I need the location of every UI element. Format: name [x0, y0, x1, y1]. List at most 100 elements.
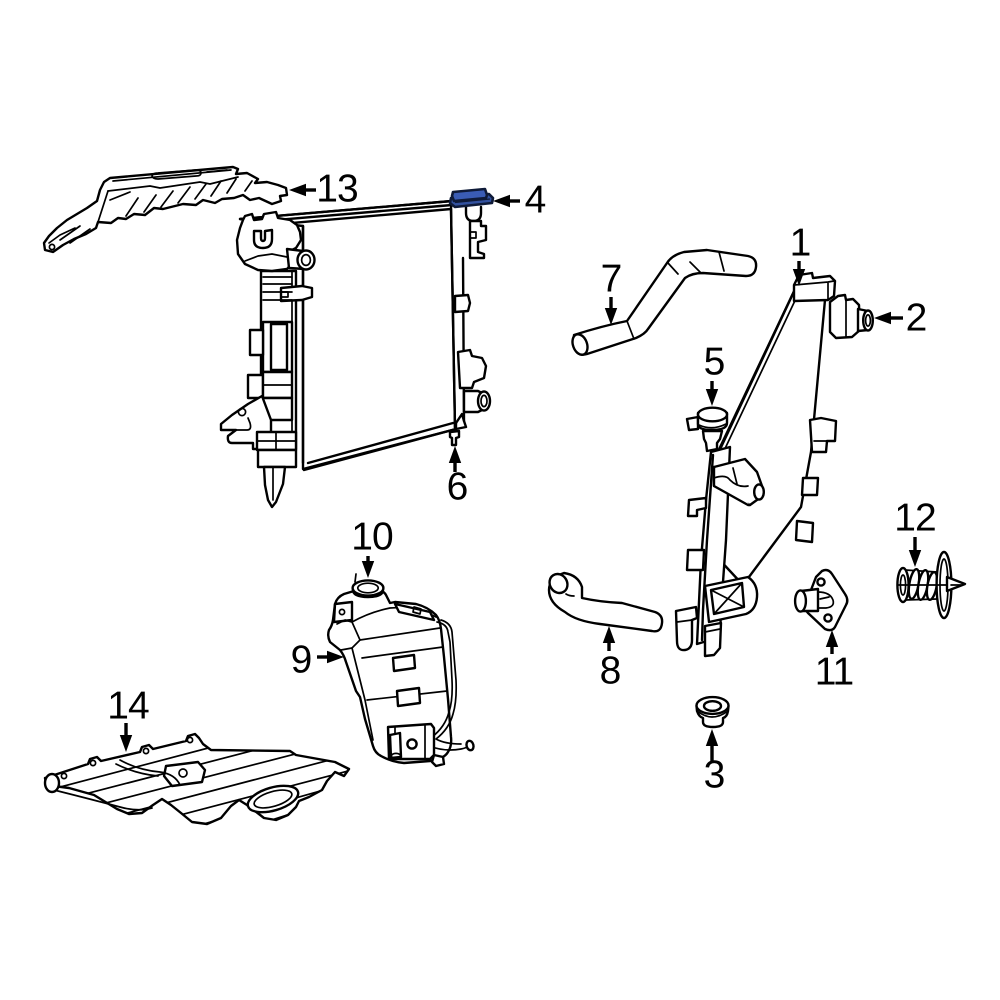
part-5-reservoir-cap: [685, 406, 729, 432]
part-1-radiator-stroke: [794, 519, 815, 544]
part-13-radiator-support-stroke: [151, 169, 202, 180]
radiator-assembly-stroke: [296, 249, 316, 271]
callout-number: 11: [815, 651, 854, 694]
radiator-assembly-stroke: [244, 253, 288, 262]
part-1-radiator-stroke: [701, 429, 724, 453]
callout-14: 14: [107, 685, 150, 752]
callout-10: 10: [351, 516, 394, 578]
part-7-upper-hose-stroke: [571, 333, 589, 356]
part-10-bottle-cap-stroke: [354, 573, 357, 583]
part-1-radiator-stroke: [703, 621, 723, 658]
part-13-radiator-support-stroke: [48, 243, 56, 251]
part-9-recovery-bottle-stroke: [430, 753, 446, 768]
part-9-recovery-bottle: [327, 588, 475, 768]
radiator-assembly-stroke: [262, 276, 293, 301]
part-9-recovery-bottle-stroke: [391, 653, 417, 673]
callout-number: 10: [351, 516, 393, 559]
part-1-radiator-stroke: [721, 289, 801, 456]
callout-13: 13: [289, 168, 359, 211]
part-9-recovery-bottle-stroke: [332, 600, 354, 624]
callout-7: 7: [601, 258, 622, 325]
radiator-assembly-stroke: [300, 253, 312, 267]
callout-arrow-head: [604, 308, 618, 325]
part-13-radiator-support-stroke: [48, 225, 91, 244]
radiator-assembly-stroke: [279, 284, 314, 303]
part-3-grommet-stroke: [702, 700, 723, 713]
radiator-assembly-stroke: [456, 348, 488, 390]
radiator-assembly-stroke: [480, 394, 488, 408]
radiator-assembly-stroke: [453, 293, 472, 314]
radiator-assembly-stroke: [256, 431, 297, 451]
callout-arrow-head: [361, 561, 375, 578]
part-9-recovery-bottle-stroke: [395, 686, 422, 708]
radiator-assembly-stroke: [476, 390, 492, 412]
cap-tier-separator: [454, 198, 491, 204]
part-2-fitting-stroke: [864, 314, 872, 327]
part-9-recovery-bottle-stroke: [338, 608, 346, 616]
part-1-radiator-stroke: [676, 619, 693, 623]
part-14-skid-plate-stroke: [178, 768, 188, 778]
callout-6: 6: [447, 446, 468, 509]
radiator-assembly-stroke: [454, 412, 468, 431]
part-11-thermostat-housing-stroke: [793, 589, 808, 613]
radiator-assembly-stroke: [464, 204, 483, 223]
part-9-recovery-bottle-stroke: [465, 739, 475, 752]
part-9-recovery-bottle-stroke: [412, 606, 422, 615]
part-13-radiator-support-stroke: [206, 169, 228, 173]
part-5-reservoir-cap-stroke: [685, 415, 700, 432]
part-6-drain-plug: [448, 429, 461, 447]
part-1-radiator: [674, 271, 875, 658]
part-1-radiator-stroke: [710, 582, 745, 615]
callout-9: 9: [291, 639, 344, 682]
callout-1: 1: [790, 222, 811, 286]
part-1-radiator-stroke: [713, 467, 749, 488]
part-2-fitting-stroke: [828, 293, 862, 340]
callout-number: 9: [291, 639, 312, 682]
part-1-radiator-stroke: [753, 483, 766, 501]
part-12-thermostat-stroke: [945, 575, 967, 593]
part-10-bottle-cap-stroke: [356, 582, 380, 594]
radiator-assembly-stroke: [468, 219, 488, 260]
callout-arrow-head: [705, 729, 719, 746]
callout-number: 2: [906, 297, 927, 340]
part-6-drain-plug-stroke: [448, 429, 461, 447]
radiator-assembly-stroke: [469, 231, 477, 239]
callout-5: 5: [704, 341, 726, 406]
part-12-thermostat: [896, 550, 967, 620]
part-1-radiator-stroke: [808, 416, 838, 454]
part-8-lower-hose-stroke: [548, 572, 569, 595]
callout-number: 4: [525, 179, 546, 222]
callout-number: 3: [704, 754, 725, 797]
radiator-assembly-stroke: [252, 228, 274, 250]
callout-arrow-head: [825, 630, 839, 647]
part-14-skid-plate-stroke: [119, 759, 181, 786]
part-13-radiator-support-stroke: [107, 176, 239, 192]
part-8-lower-hose-stroke: [565, 593, 575, 597]
part-14-skid-plate-stroke: [253, 789, 293, 809]
part-13-radiator-support-stroke: [125, 178, 253, 217]
part-11-thermostat-housing-stroke: [816, 577, 826, 587]
callout-arrow-head: [448, 446, 462, 463]
part-7-upper-hose: [571, 248, 758, 356]
callout-arrow-head: [327, 650, 344, 664]
callout-arrow-head: [493, 194, 510, 208]
part-1-radiator-stroke: [686, 496, 708, 518]
part-14-skid-plate-stroke: [186, 736, 194, 744]
part-11-thermostat-housing-stroke: [823, 613, 833, 623]
radiator-assembly-stroke: [235, 417, 252, 431]
part-14-skid-plate-stroke: [60, 772, 68, 780]
callout-number: 8: [600, 650, 621, 693]
part-9-recovery-bottle-stroke: [406, 738, 418, 750]
part-9-recovery-bottle-stroke: [435, 619, 462, 745]
callout-arrow-head: [289, 183, 306, 197]
radiator-assembly: [219, 187, 495, 509]
part-9-recovery-bottle-stroke: [351, 647, 374, 741]
callout-arrow-head: [874, 311, 891, 325]
part-14-skid-plate-stroke: [162, 760, 207, 788]
part-1-radiator-stroke: [704, 628, 721, 633]
radiator-assembly-stroke: [248, 328, 265, 357]
callout-12: 12: [894, 497, 937, 567]
callout-number: 5: [704, 341, 725, 384]
